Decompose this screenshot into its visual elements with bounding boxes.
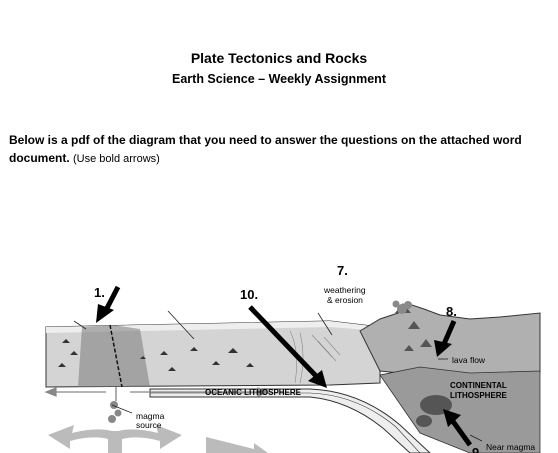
convection-arrow-right: [206, 437, 268, 453]
label-8: 8.: [446, 304, 457, 319]
pointer-lines: [73, 310, 483, 442]
volcanic-ash: [392, 300, 412, 314]
plate-tectonics-diagram: 1. 10. 7. 8. 9 weathering & erosion lava…: [44, 263, 541, 453]
seafloor-ripples: [58, 339, 254, 371]
label-1: 1.: [94, 285, 105, 300]
oceanic-lithosphere-label: OCEANIC LITHOSPHERE: [205, 388, 302, 397]
bold-arrow-10: [248, 305, 327, 388]
magma-label: magma: [136, 411, 165, 421]
near-magma-label: Near magma: [486, 442, 535, 452]
spreading-arrows: [44, 387, 270, 397]
instructions-paragraph: Below is a pdf of the diagram that you n…: [9, 131, 554, 168]
instructions-note: (Use bold arrows): [73, 153, 160, 165]
continental-label: CONTINENTAL: [450, 381, 507, 390]
label-9: 9: [472, 445, 479, 453]
instructions-text: Below is a pdf of the diagram that you n…: [9, 133, 522, 165]
ridge-fault: [109, 324, 123, 388]
bold-arrow-8: [434, 320, 457, 357]
magma-source-drip: [108, 401, 122, 423]
page-title: Plate Tectonics and Rocks: [190, 50, 368, 66]
page-subtitle: Earth Science – Weekly Assignment: [172, 72, 386, 86]
erosion-label: & erosion: [327, 295, 363, 305]
continental-block: [379, 366, 541, 453]
label-7: 7.: [337, 263, 348, 278]
convection-arrow-left: [48, 425, 182, 453]
mid-ocean-ridge: [78, 325, 150, 387]
slab-inner-line: [150, 392, 421, 453]
lava-flow-label: lava flow: [452, 355, 486, 365]
weathering-label: weathering: [323, 285, 366, 295]
bold-arrow-1: [96, 285, 121, 323]
lithosphere-label: LITHOSPHERE: [450, 391, 508, 400]
bold-arrow-9: [443, 409, 473, 447]
source-label: source: [136, 420, 162, 430]
label-10: 10.: [240, 287, 258, 302]
subducting-slab: [149, 388, 431, 453]
